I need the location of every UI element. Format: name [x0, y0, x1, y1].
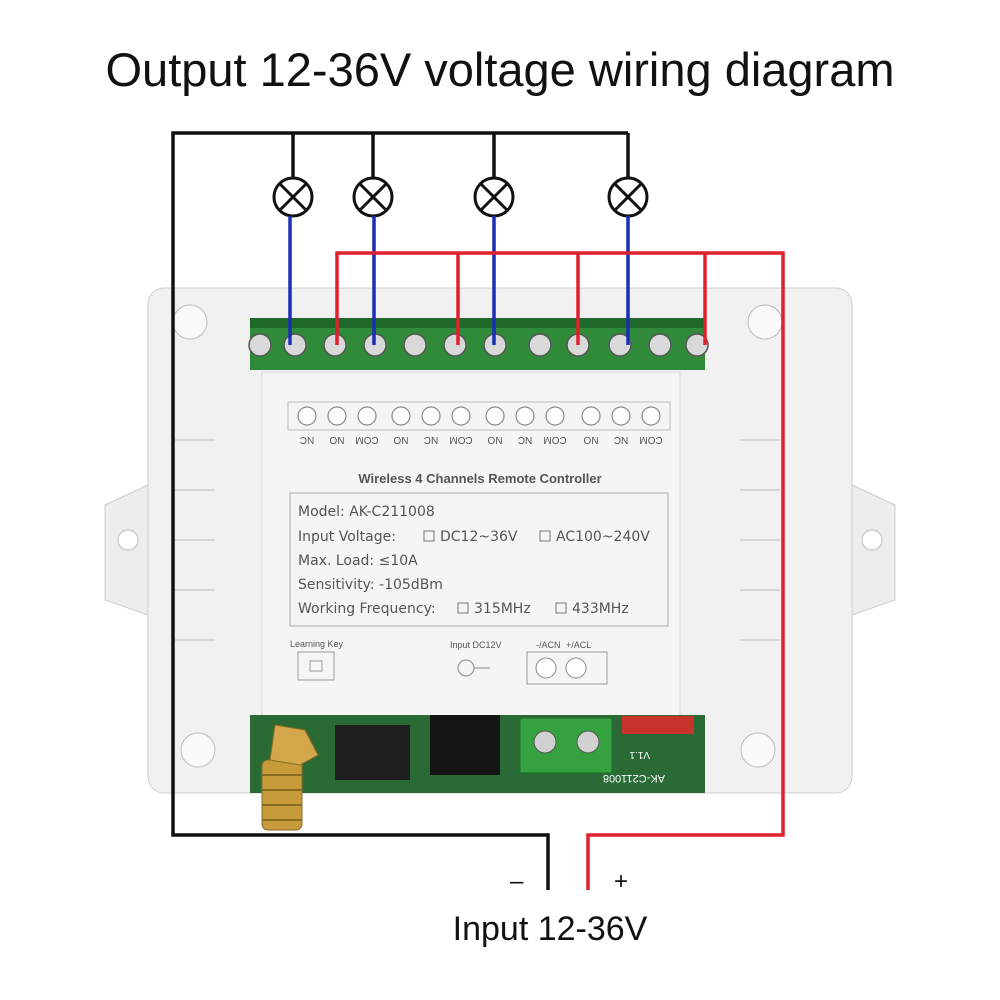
pcb-model-text: AK-C211008 — [603, 772, 665, 784]
terminal-label: NO — [329, 434, 344, 445]
terminal-label: NO — [487, 434, 502, 445]
case-screw — [172, 304, 208, 340]
right-mount-hole — [861, 529, 883, 551]
learning-key-label: Learning Key — [290, 639, 344, 649]
terminal-label: COM — [449, 434, 472, 445]
spec-model: Model: AK-C211008 — [298, 504, 435, 520]
lamp-icon — [272, 176, 649, 218]
spec-sensitivity: Sensitivity: -105dBm — [298, 577, 443, 593]
load-wire — [288, 216, 630, 345]
spec-freq-433: 433MHz — [572, 601, 629, 617]
neutral-wire — [171, 131, 630, 890]
input-voltage-label: Input 12-36V — [452, 910, 648, 948]
terminal-label: NC — [614, 434, 628, 445]
pcb-bottom: AK-C211008 V1.1 — [250, 715, 705, 793]
push-button — [335, 725, 410, 780]
diagram-title: Output 12-36V voltage wiring diagram — [105, 43, 895, 96]
left-mount-hole — [117, 529, 139, 551]
plus-label: + — [614, 868, 629, 895]
acn-label: -/ACN — [536, 640, 561, 650]
case-screw — [740, 732, 776, 768]
input-dc-label: Input DC12V — [450, 640, 502, 650]
pcb-version-text: V1.1 — [629, 749, 650, 760]
spec-max-load: Max. Load: ≤10A — [298, 553, 418, 569]
spec-input-voltage-label: Input Voltage: — [298, 529, 396, 545]
label-panel: NC NO COM NO NC COM NO NC COM NO NC COM Wireless 4 … — [261, 371, 681, 718]
spec-freq-315: 315MHz — [474, 601, 531, 617]
device-heading: Wireless 4 Channels Remote Controller — [358, 471, 601, 486]
antenna-connector — [261, 724, 319, 831]
terminal-label: NO — [393, 434, 408, 445]
acl-label: +/ACL — [566, 640, 591, 650]
terminal-label: COM — [355, 434, 378, 445]
terminal-label: NC — [424, 434, 438, 445]
dc-jack — [430, 715, 500, 775]
case-screw — [180, 732, 216, 768]
terminal-label: NC — [518, 434, 532, 445]
terminal-label: COM — [639, 434, 662, 445]
spec-dc-option: DC12~36V — [440, 529, 518, 545]
spec-freq-label: Working Frequency: — [298, 601, 436, 617]
spec-ac-option: AC100~240V — [556, 529, 650, 545]
terminal-label: NO — [583, 434, 598, 445]
terminal-label: COM — [543, 434, 566, 445]
case-screw — [747, 304, 783, 340]
terminal-label: NC — [300, 434, 314, 445]
positive-wire — [335, 251, 785, 890]
learning-key-box — [297, 651, 335, 681]
output-terminal-block — [248, 318, 709, 370]
minus-label: – — [510, 868, 524, 895]
